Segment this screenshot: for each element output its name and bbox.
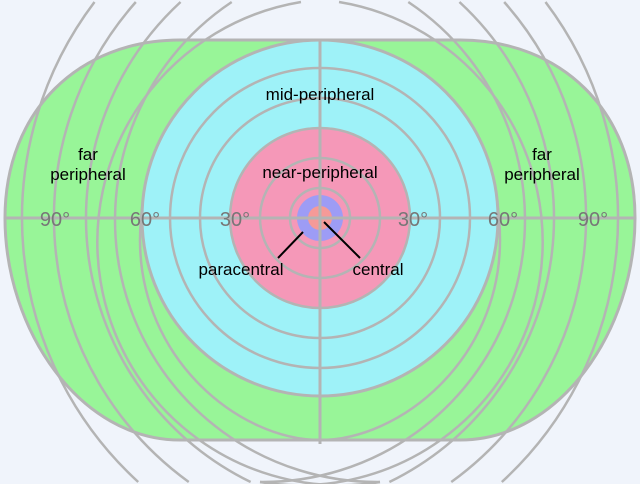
far-grid-arc (388, 1, 556, 484)
label-far-left-2: peripheral (50, 165, 126, 184)
degree-right-30: 30° (398, 209, 428, 231)
central-pointer (323, 221, 361, 259)
far-grid-arc (84, 1, 252, 484)
far-grid-arc (259, 0, 527, 484)
far-grid-arc (96, 0, 381, 484)
degree-left-60: 60° (130, 209, 160, 231)
far-grid-arc (113, 0, 381, 484)
label-far-right-2: peripheral (504, 165, 580, 184)
label-near-peripheral: near-peripheral (262, 163, 377, 182)
degree-left-30: 30° (220, 209, 250, 231)
label-far-right-1: far (532, 145, 552, 164)
label-paracentral: paracentral (198, 260, 283, 279)
paracentral-pointer (277, 231, 304, 259)
label-mid-peripheral: mid-peripheral (266, 85, 375, 104)
far-grid-arc (500, 1, 620, 483)
degree-right-90: 90° (578, 209, 608, 231)
far-grid-arc (52, 1, 190, 484)
far-grid-rings (20, 0, 620, 484)
label-central: central (352, 260, 403, 279)
far-grid-arc (450, 1, 588, 484)
degree-left-90: 90° (40, 209, 70, 231)
degree-right-60: 60° (488, 209, 518, 231)
label-far-left-1: far (78, 145, 98, 164)
far-grid-arc (20, 1, 140, 483)
far-grid-arc (259, 0, 544, 484)
